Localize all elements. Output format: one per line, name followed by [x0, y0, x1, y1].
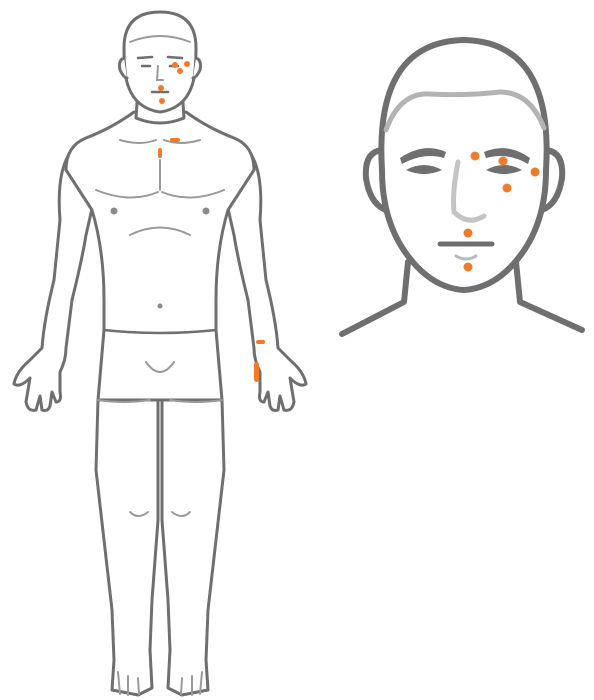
- right-nipple: [203, 208, 210, 215]
- marker-body-collarbone: [170, 138, 180, 142]
- marker-body-sternum: [158, 148, 162, 158]
- navel: [158, 304, 163, 309]
- full-body-figure: [14, 12, 306, 695]
- marker-body-chin: [159, 98, 165, 104]
- marker-body-temple: [184, 61, 190, 67]
- closeup-head: [381, 40, 546, 290]
- closeup-neck-left: [342, 262, 408, 334]
- marker-body-wrist: [256, 340, 265, 344]
- face-closeup-figure: [342, 40, 582, 334]
- marker-face-upper-lip: [464, 229, 473, 238]
- right-leg: [162, 380, 224, 695]
- closeup-neck-right: [516, 262, 582, 330]
- marker-body-lip: [158, 85, 164, 91]
- left-leg: [96, 380, 158, 695]
- marker-body-cheek: [177, 68, 183, 74]
- marker-body-brow: [172, 62, 178, 68]
- marker-body-hand: [254, 362, 259, 382]
- marker-face-eyebrow: [499, 157, 508, 166]
- marker-face-cheek: [503, 184, 512, 193]
- marker-face-brow: [471, 152, 480, 161]
- left-nipple: [111, 208, 118, 215]
- marker-face-temple: [531, 168, 540, 177]
- marker-face-chin: [464, 263, 473, 272]
